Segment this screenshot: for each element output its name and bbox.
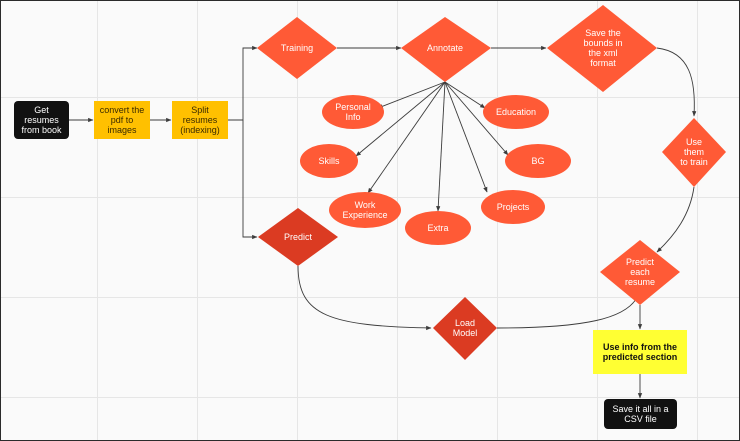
edge-split-to-predict — [242, 120, 258, 240]
edge-load-to-predicteach — [496, 292, 640, 329]
edge-annotate-to-work-experience — [367, 81, 446, 194]
annotate-node[interactable]: Annotate — [401, 17, 491, 82]
section-bg-label: BG — [531, 156, 544, 166]
edge-annotate-to-personal-info — [377, 81, 446, 109]
edge-annotate-to-bg — [444, 81, 509, 156]
section-education[interactable]: Education — [483, 95, 549, 129]
edge-annotate-to-education — [444, 81, 486, 109]
predict-label: Predict — [284, 232, 313, 242]
edge-split-to-training — [228, 45, 258, 121]
section-bg[interactable]: BG — [505, 144, 571, 178]
predict-node[interactable]: Predict — [258, 208, 338, 266]
edges — [69, 45, 697, 399]
training-label: Training — [281, 43, 313, 53]
section-skills[interactable]: Skills — [300, 144, 358, 178]
training-node[interactable]: Training — [257, 17, 337, 79]
edge-annotate-to-skills — [355, 81, 446, 157]
edge-annotate-to-extra — [436, 81, 446, 212]
edge-annotate-to-projects — [444, 81, 488, 193]
section-projects[interactable]: Projects — [481, 190, 545, 224]
section-extra-label: Extra — [427, 223, 448, 233]
annotate-label: Annotate — [427, 43, 463, 53]
edge-save-to-usethem — [656, 47, 697, 117]
section-projects-label: Projects — [497, 202, 530, 212]
section-skills-label: Skills — [318, 156, 340, 166]
edge-usethem-to-predicteach — [656, 186, 695, 253]
section-education-label: Education — [496, 107, 536, 117]
edge-predict-to-load — [297, 265, 432, 331]
section-extra[interactable]: Extra — [405, 211, 471, 245]
